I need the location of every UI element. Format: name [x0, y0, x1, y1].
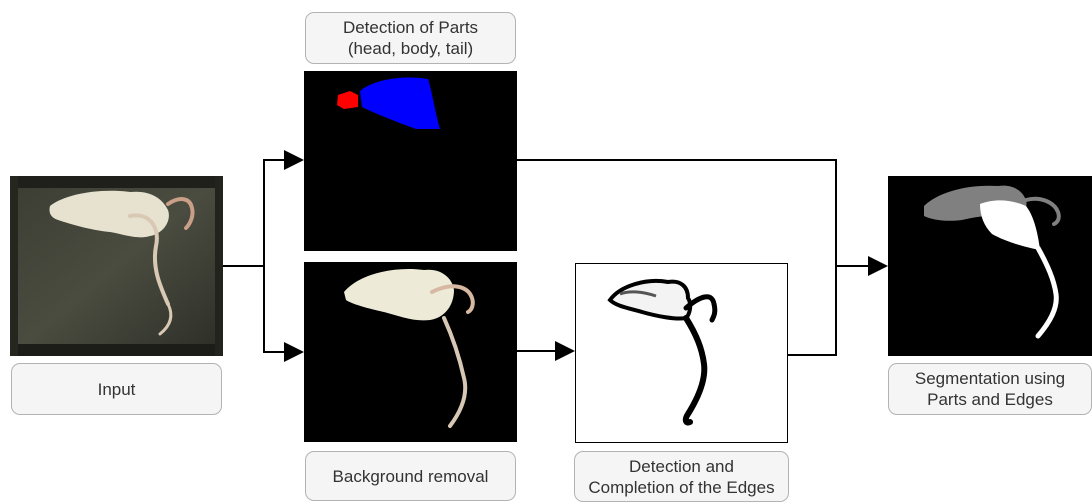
- arrow-to-parts: [264, 160, 302, 266]
- edges-label-text: Detection and Completion of the Edges: [588, 456, 774, 498]
- input-label-text: Input: [98, 379, 136, 400]
- connector-edges-to-merge: [788, 266, 836, 355]
- connector-parts-to-merge: [517, 160, 836, 266]
- background-label: Background removal: [305, 451, 516, 501]
- background-label-text: Background removal: [333, 466, 489, 487]
- segmentation-label: Segmentation using Parts and Edges: [888, 363, 1092, 415]
- segmentation-label-text: Segmentation using Parts and Edges: [915, 368, 1065, 410]
- edges-label: Detection and Completion of the Edges: [574, 451, 789, 502]
- arrow-to-background: [264, 266, 302, 352]
- input-label: Input: [11, 363, 222, 415]
- parts-label: Detection of Parts (head, body, tail): [305, 12, 516, 64]
- parts-label-text: Detection of Parts (head, body, tail): [343, 17, 478, 59]
